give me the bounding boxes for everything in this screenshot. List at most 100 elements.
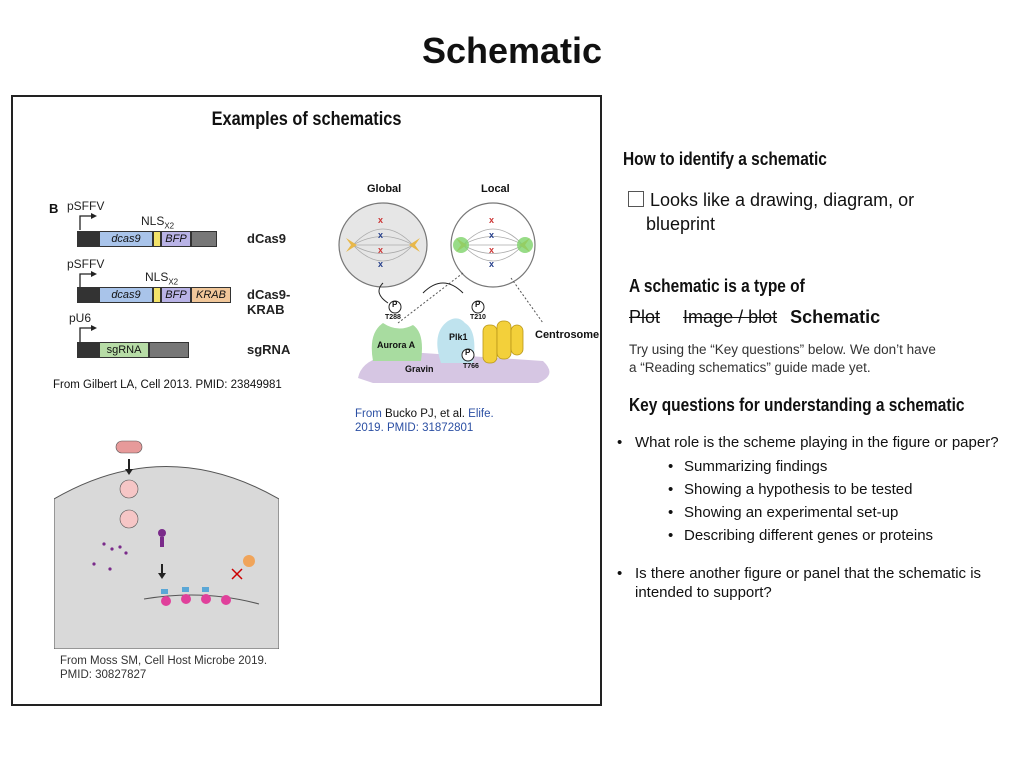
moss-caption-line1: From Moss SM, Cell Host Microbe 2019.	[60, 655, 268, 667]
part-label: KRAB	[196, 289, 226, 301]
construct-dcas9: pSFFV NLSX2 dcas9 BFP dCas9	[67, 199, 317, 249]
gilbert-figure: B pSFFV NLSX2 dcas9 BFP dCas9 pSFFV NLSX	[49, 197, 319, 391]
part-label: BFP	[165, 233, 187, 245]
label-global: Global	[367, 183, 402, 195]
bfp-block: BFP	[161, 287, 191, 303]
t288-label: T288	[385, 314, 401, 321]
construct-bar: sgRNA	[77, 342, 197, 358]
centrosome-label: Centrosome	[535, 329, 600, 341]
key-questions-heading: Key questions for understanding a schema…	[629, 395, 965, 415]
checkbox-line1: Looks like a drawing, diagram, or	[650, 190, 915, 210]
key-questions-list: What role is the scheme playing in the f…	[617, 433, 1017, 602]
backbone-end	[191, 231, 217, 247]
backbone-end	[149, 342, 189, 358]
moss-caption-line2: PMID: 30827827	[60, 669, 147, 681]
question-2: Is there another figure or panel that th…	[617, 564, 1017, 602]
sub-item: Summarizing findings	[668, 455, 1017, 478]
sub-item: Describing different genes or proteins	[668, 524, 1017, 547]
moss-diagram	[53, 440, 280, 650]
svg-text:x: x	[489, 230, 494, 240]
identify-checkbox-item[interactable]: Looks like a drawing, diagram, or bluepr…	[628, 188, 1008, 236]
type-of-heading: A schematic is a type of	[629, 276, 805, 296]
construct-bar: dcas9 BFP	[77, 231, 217, 247]
svg-text:x: x	[489, 215, 494, 225]
construct-dcas9-krab: pSFFV NLSX2 dcas9 BFP KRAB dCas9-KRAB	[67, 257, 317, 317]
nls-sub: X2	[168, 277, 179, 287]
sgrna-block: sgRNA	[99, 342, 149, 358]
svg-text:x: x	[378, 259, 383, 269]
svg-text:x: x	[378, 215, 383, 225]
dcas9-block: dcas9	[99, 287, 153, 303]
construct-name: sgRNA	[247, 342, 291, 357]
checkbox-line2: blueprint	[646, 214, 716, 234]
option-schematic: Schematic	[790, 307, 881, 327]
type-of-options: Plot Image / blot Schematic	[629, 307, 1009, 328]
checkbox-icon[interactable]	[628, 191, 644, 207]
examples-panel: Examples of schematics B pSFFV NLSX2 dca…	[11, 95, 602, 706]
type-of-note: Try using the “Key questions” below. We …	[629, 341, 1009, 377]
nls-label: NLSX2	[145, 270, 178, 286]
moss-caption: From Moss SM, Cell Host Microbe 2019. PM…	[60, 654, 300, 682]
question-1: What role is the scheme playing in the f…	[617, 433, 1017, 452]
promoter-label: pU6	[69, 311, 92, 325]
construct-name: dCas9-KRAB	[247, 287, 291, 317]
nls-label: NLSX2	[141, 214, 174, 230]
promoter-label: pSFFV	[67, 257, 105, 271]
nls-text: NLS	[141, 214, 165, 228]
question-1-sublist: Summarizing findings Showing a hypothesi…	[617, 455, 1017, 547]
part-label: sgRNA	[106, 344, 142, 356]
nls-block	[153, 287, 161, 303]
construct-bar: dcas9 BFP KRAB	[77, 287, 247, 303]
part-label: dcas9	[111, 289, 141, 301]
bucko-caption: From Bucko PJ, et al. Elife. 2019. PMID:…	[355, 407, 555, 435]
svg-text:x: x	[489, 259, 494, 269]
promoter-label: pSFFV	[67, 199, 105, 213]
nls-text: NLS	[145, 270, 169, 284]
option-plot: Plot	[629, 307, 661, 327]
panel-letter: B	[49, 201, 59, 216]
option-image-blot: Image / blot	[683, 307, 778, 327]
aurora-label: Aurora A	[377, 340, 416, 350]
bucko-caption-journal: Elife.	[468, 408, 494, 420]
p-label: P	[392, 300, 398, 309]
question-2-line2: intended to support?	[635, 584, 772, 601]
plk1-label: Plk1	[449, 332, 468, 342]
identify-heading: How to identify a schematic	[623, 149, 827, 169]
backbone-block	[77, 287, 99, 303]
sub-item: Showing an experimental set-up	[668, 501, 1017, 524]
backbone-block	[77, 342, 99, 358]
svg-text:x: x	[378, 245, 383, 255]
nls-block	[153, 231, 161, 247]
gilbert-caption: From Gilbert LA, Cell 2013. PMID: 238499…	[53, 379, 282, 391]
moss-figure	[53, 429, 280, 650]
svg-text:x: x	[489, 245, 494, 255]
construct-name: dCas9	[247, 231, 287, 246]
examples-title: Examples of schematics	[211, 109, 402, 130]
note-line2: a “Reading schematics” guide made yet.	[629, 360, 871, 375]
bucko-caption-authors: Bucko PJ, et al.	[385, 408, 465, 420]
sub-item: Showing a hypothesis to be tested	[668, 478, 1017, 501]
construct-sgrna: pU6 sgRNA sgRNA	[67, 311, 317, 361]
svg-text:x: x	[378, 230, 383, 240]
gravin-label: Gravin	[405, 364, 434, 374]
part-label: dcas9	[111, 233, 141, 245]
p-label: P	[465, 348, 471, 357]
krab-block: KRAB	[191, 287, 231, 303]
part-label: BFP	[165, 289, 187, 301]
promoter-arrow-icon	[79, 271, 101, 294]
bfp-block: BFP	[161, 231, 191, 247]
backbone-block	[77, 231, 99, 247]
t210-label: T210	[470, 314, 486, 321]
bucko-caption-line2: 2019. PMID: 31872801	[355, 422, 474, 434]
nls-sub: X2	[164, 221, 175, 231]
promoter-arrow-icon	[79, 325, 101, 348]
bucko-caption-from: From	[355, 408, 382, 420]
label-local: Local	[481, 183, 510, 195]
dcas9-block: dcas9	[99, 231, 153, 247]
t766-label: T766	[463, 363, 479, 370]
question-2-line1: Is there another figure or panel that th…	[635, 565, 982, 582]
p-label: P	[475, 300, 481, 309]
note-line1: Try using the “Key questions” below. We …	[629, 342, 936, 357]
